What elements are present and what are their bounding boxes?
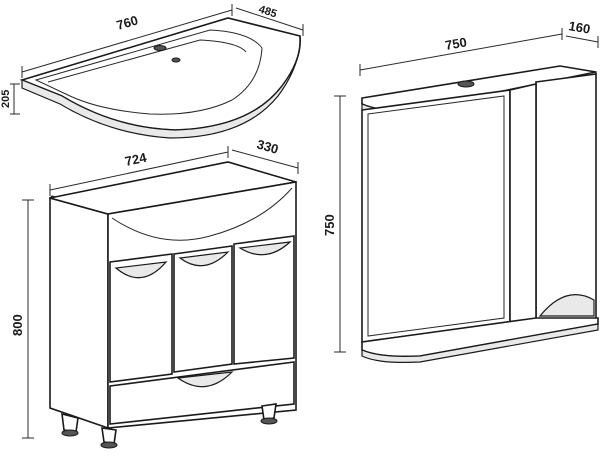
sink-depth-dimension-line — [235, 7, 304, 31]
cabinet-side-panel — [49, 196, 109, 430]
sink-depth-label: 485 — [257, 3, 278, 20]
mirror-depth-dimension-line — [565, 35, 599, 43]
sink-width-dimension-line — [21, 9, 233, 73]
mirror-depth-label: 160 — [567, 18, 591, 37]
drawer-handle-icon[interactable] — [176, 371, 234, 388]
mirror-panel — [361, 89, 511, 343]
door-left-handle-icon[interactable] — [114, 261, 168, 279]
sink-width-label: 760 — [115, 12, 140, 32]
mirror-height-label: 750 — [322, 214, 337, 236]
mirror-width-label: 750 — [444, 34, 468, 53]
mirror-cabinet-drawing: 750 160 750 — [322, 18, 599, 363]
light-fixture-icon — [457, 80, 475, 88]
sink-front-edge — [21, 35, 301, 139]
drain-icon — [171, 57, 181, 63]
sink-height-label: 205 — [0, 90, 12, 108]
door-right-handle-icon[interactable] — [238, 241, 292, 256]
cabinet-depth-label: 330 — [255, 136, 280, 156]
cabinet-door-middle[interactable] — [173, 245, 233, 373]
cabinet-drawing: 724 330 800 — [10, 136, 299, 449]
cabinet-width-label: 724 — [124, 150, 149, 169]
mirror-side-door[interactable] — [535, 73, 597, 331]
tap-hole-icon — [153, 45, 167, 51]
sink-bowl — [34, 29, 263, 115]
cabinet-width-dimension-line — [49, 151, 229, 191]
sink-drawing: 760 485 205 — [0, 3, 304, 139]
mirror-width-dimension-line — [359, 33, 563, 71]
cabinet-height-label: 800 — [10, 314, 25, 336]
door-middle-handle-icon[interactable] — [178, 251, 230, 267]
cabinet-drawer[interactable] — [109, 361, 295, 425]
side-door-handle-icon[interactable] — [538, 294, 595, 317]
cabinet-depth-dimension-line — [231, 149, 299, 169]
cabinet-legs — [61, 403, 278, 449]
cabinet-door-right[interactable] — [233, 235, 295, 365]
cabinet-door-left[interactable] — [109, 253, 173, 383]
